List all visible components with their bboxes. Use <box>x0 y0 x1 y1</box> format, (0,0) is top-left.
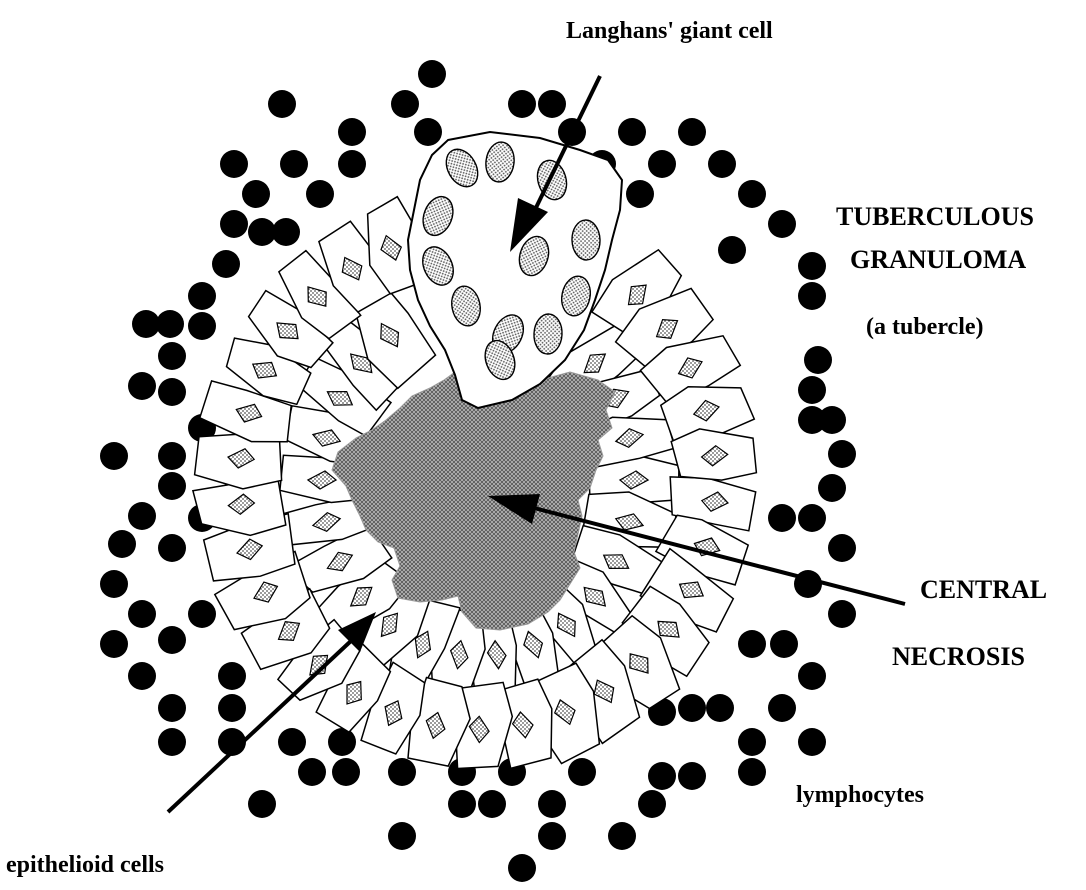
lymphocyte <box>278 728 306 756</box>
lymphocyte <box>718 236 746 264</box>
lymphocyte <box>158 378 186 406</box>
lymphocyte <box>338 118 366 146</box>
lymphocyte <box>158 442 186 470</box>
lymphocyte <box>798 728 826 756</box>
lymphocyte <box>608 822 636 850</box>
lymphocyte <box>618 118 646 146</box>
lymphocyte <box>158 694 186 722</box>
lymphocyte <box>298 758 326 786</box>
lymphocyte <box>738 180 766 208</box>
lymphocyte <box>508 90 536 118</box>
lymphocyte <box>678 118 706 146</box>
epithelioid-nucleus <box>629 285 647 305</box>
lymphocyte <box>220 150 248 178</box>
lymphocyte <box>100 630 128 658</box>
lymphocyte <box>648 762 676 790</box>
lymphocyte <box>818 406 846 434</box>
lymphocyte <box>648 150 676 178</box>
lymphocyte <box>798 662 826 690</box>
lymphocyte <box>188 600 216 628</box>
lymphocyte <box>332 758 360 786</box>
lymphocyte <box>478 790 506 818</box>
lymphocyte <box>268 90 296 118</box>
lymphocyte <box>708 150 736 178</box>
lymphocyte <box>218 662 246 690</box>
lymphocyte <box>388 822 416 850</box>
lymphocyte <box>798 376 826 404</box>
lymphocyte <box>128 372 156 400</box>
lymphocyte <box>212 250 240 278</box>
epithelioid-nucleus <box>277 323 298 339</box>
lymphocyte <box>568 758 596 786</box>
epithelioid-nucleus <box>658 621 679 637</box>
lymphocyte <box>248 790 276 818</box>
lymphocyte <box>306 180 334 208</box>
lymphocyte <box>132 310 160 338</box>
lymphocyte <box>508 854 536 882</box>
lymphocyte <box>738 728 766 756</box>
lymphocyte <box>538 90 566 118</box>
lymphocyte <box>128 600 156 628</box>
lymphocyte <box>818 474 846 502</box>
epithelioid-nucleus <box>347 682 361 704</box>
lymphocyte <box>798 282 826 310</box>
lymphocyte <box>218 694 246 722</box>
lymphocyte <box>794 570 822 598</box>
lymphocyte <box>828 534 856 562</box>
lymphocyte <box>738 758 766 786</box>
lymphocyte <box>158 728 186 756</box>
lymphocyte <box>804 346 832 374</box>
lymphocyte <box>158 472 186 500</box>
label-lymphocytes: lymphocytes <box>796 782 924 808</box>
lymphocyte <box>418 60 446 88</box>
lymphocyte <box>242 180 270 208</box>
lymphocyte <box>128 502 156 530</box>
lymphocyte <box>100 442 128 470</box>
lymphocyte <box>448 790 476 818</box>
lymphocyte <box>768 504 796 532</box>
lymphocyte <box>828 440 856 468</box>
lymphocyte <box>798 504 826 532</box>
lymphocyte <box>158 534 186 562</box>
lymphocyte <box>638 790 666 818</box>
label-giant-cell: Langhans' giant cell <box>566 18 773 44</box>
lymphocyte <box>678 694 706 722</box>
lymphocyte <box>678 762 706 790</box>
lymphocyte <box>280 150 308 178</box>
giant-cell-nucleus <box>571 220 600 261</box>
label-subtitle: (a tubercle) <box>866 314 984 340</box>
lymphocyte <box>768 210 796 238</box>
lymphocyte <box>706 694 734 722</box>
lymphocyte <box>108 530 136 558</box>
lymphocyte <box>158 342 186 370</box>
lymphocyte <box>414 118 442 146</box>
lymphocyte <box>538 790 566 818</box>
lymphocyte <box>391 90 419 118</box>
lymphocyte <box>188 282 216 310</box>
lymphocyte <box>156 310 184 338</box>
lymphocyte <box>100 570 128 598</box>
lymphocyte <box>338 150 366 178</box>
label-title-line2: GRANULOMA <box>850 245 1026 274</box>
lymphocyte <box>188 312 216 340</box>
lymphocyte <box>798 252 826 280</box>
lymphocyte <box>220 210 248 238</box>
lymphocyte <box>388 758 416 786</box>
lymphocyte <box>158 626 186 654</box>
label-epithelioid: epithelioid cells <box>6 852 164 878</box>
lymphocyte <box>738 630 766 658</box>
lymphocyte <box>626 180 654 208</box>
lymphocyte <box>272 218 300 246</box>
lymphocyte <box>538 822 566 850</box>
lymphocyte <box>128 662 156 690</box>
label-necrosis-line2: NECROSIS <box>892 642 1025 671</box>
lymphocyte <box>328 728 356 756</box>
lymphocyte <box>768 694 796 722</box>
label-title-line1: TUBERCULOUS <box>836 202 1034 231</box>
lymphocyte <box>770 630 798 658</box>
label-necrosis-line1: CENTRAL <box>920 575 1047 604</box>
lymphocyte <box>248 218 276 246</box>
lymphocyte <box>828 600 856 628</box>
